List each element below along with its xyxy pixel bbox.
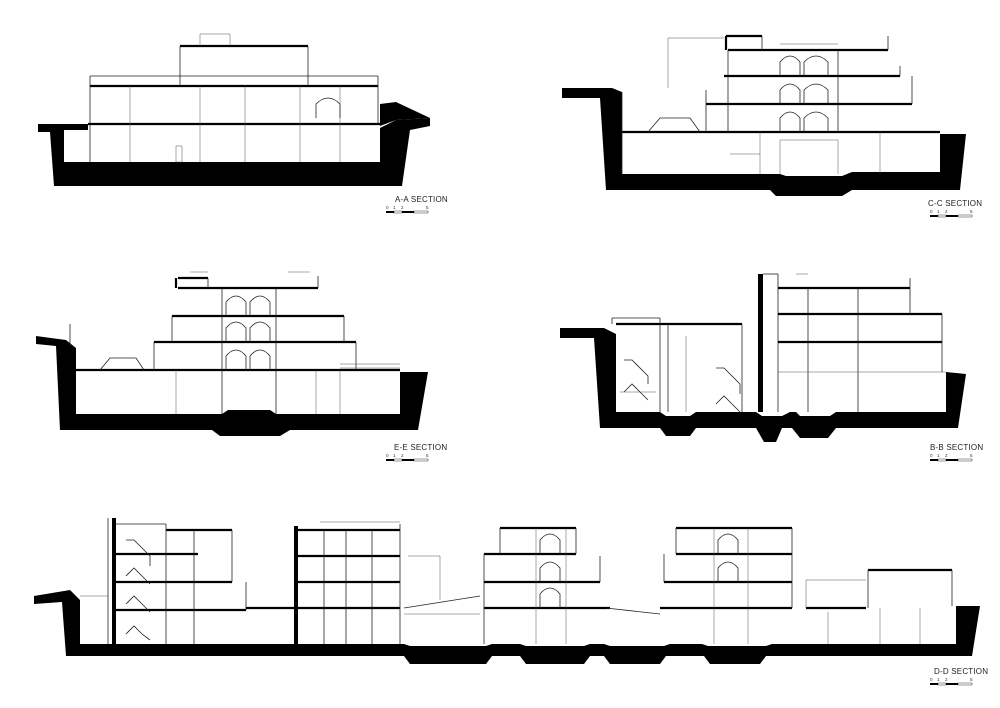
svg-text:0: 0: [930, 453, 933, 458]
svg-text:5: 5: [970, 209, 973, 214]
section-e-e-foundation: [36, 336, 428, 436]
svg-text:1: 1: [393, 205, 396, 210]
svg-text:2: 2: [401, 205, 404, 210]
section-b-b-foundation: [560, 328, 966, 442]
svg-text:2: 2: [401, 453, 404, 458]
svg-text:2: 2: [945, 677, 948, 682]
section-d-d-title: D-D SECTION: [934, 667, 988, 676]
svg-text:1: 1: [937, 209, 940, 214]
section-e-e-title: E-E SECTION: [394, 443, 447, 452]
svg-text:2: 2: [945, 453, 948, 458]
svg-text:1: 1: [937, 677, 940, 682]
svg-text:5: 5: [970, 677, 973, 682]
svg-text:0: 0: [386, 453, 389, 458]
section-d-d-foundation: [34, 590, 980, 664]
svg-text:1: 1: [393, 453, 396, 458]
svg-text:5: 5: [426, 453, 429, 458]
section-a-a-title: A-A SECTION: [395, 195, 448, 204]
section-a-a-foundation: [38, 118, 430, 186]
svg-text:0: 0: [930, 209, 933, 214]
section-c-c-foundation: [562, 88, 966, 196]
section-c-c-title: C-C SECTION: [928, 199, 982, 208]
svg-text:5: 5: [426, 205, 429, 210]
section-b-b-title: B-B SECTION: [930, 443, 983, 452]
svg-text:2: 2: [945, 209, 948, 214]
svg-text:0: 0: [386, 205, 389, 210]
svg-text:5: 5: [970, 453, 973, 458]
svg-text:1: 1: [937, 453, 940, 458]
svg-text:0: 0: [930, 677, 933, 682]
